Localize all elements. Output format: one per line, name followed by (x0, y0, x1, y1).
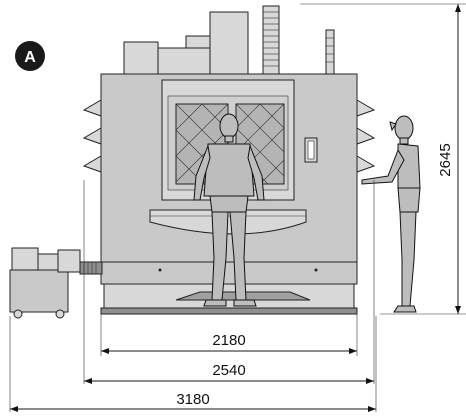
dimension-inner-label: 2180 (212, 332, 245, 349)
label-badge: A (15, 41, 45, 71)
dimension-outer: 3180 (10, 391, 376, 412)
height-label: 2645 (437, 143, 454, 176)
operator-figure-side (361, 115, 421, 313)
roof-equipment (123, 5, 335, 75)
dimension-inner: 2180 (101, 332, 357, 354)
height-dimension: 2645 (300, 3, 466, 315)
dimension-middle: 2540 (84, 362, 374, 384)
extension-lines (9, 180, 377, 412)
coolant-unit (9, 247, 103, 319)
dimension-outer-label: 3180 (176, 391, 209, 408)
cable-carrier (262, 5, 280, 75)
operator-figure-front (193, 113, 265, 307)
dimension-middle-label: 2540 (212, 362, 245, 379)
badge-letter: A (24, 49, 36, 66)
